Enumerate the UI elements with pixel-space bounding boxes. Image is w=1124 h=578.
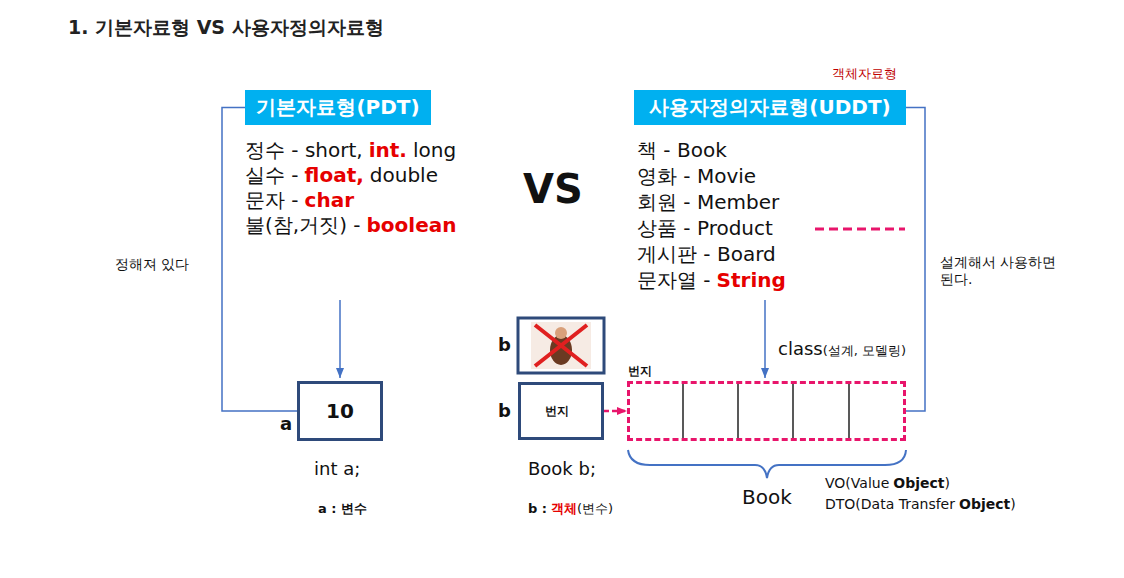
label-text: 설계해서 사용하면 된다. [940, 254, 1056, 287]
label-text: VO(Value [825, 475, 889, 491]
label-text: 객체자료형 [832, 66, 897, 81]
label-text: Object [959, 496, 1010, 512]
label-text: (설계, 모델링) [823, 343, 906, 358]
text-line: 객체자료형 [832, 66, 897, 82]
text-line: b [498, 400, 511, 422]
pointer-arrow [764, 300, 766, 378]
text-line: int a; [314, 458, 360, 480]
node-label: 번지 [628, 363, 652, 380]
label-text: 불(참,거짓) - [245, 213, 361, 237]
type-header: 기본자료형(PDT) [245, 90, 431, 125]
text-line: b : 객체(변수) [528, 501, 613, 517]
label-text: 문자 - [245, 188, 299, 212]
label-text: a [280, 413, 292, 434]
text-line: 문자 -char [245, 188, 354, 212]
cell-divider [682, 384, 684, 438]
label-text: long [413, 138, 456, 162]
text-line: 불(참,거짓) -boolean [245, 213, 457, 237]
text-line: VS [523, 165, 583, 213]
curly-brace [628, 450, 906, 478]
label-text: 회원 - Member [637, 190, 779, 214]
node-label: 기본자료형(PDT) [256, 94, 419, 121]
pointer-arrow [339, 300, 341, 378]
object-box [518, 318, 604, 373]
label-text: b : [528, 501, 547, 516]
text-line: 정해져 있다 [115, 256, 189, 273]
type-header: 사용자정의자료형(UDDT) [634, 90, 906, 125]
text-line: 게시판 - Board [637, 242, 776, 266]
dashed-pointer [815, 228, 905, 231]
connector [906, 108, 925, 412]
label-text: 실수 - [245, 163, 299, 187]
label-text: double [370, 163, 438, 187]
node-label: 10 [326, 399, 354, 423]
text-line: a : 변수 [318, 501, 367, 517]
label-text: 정해져 있다 [115, 256, 189, 272]
page-title: 1. 기본자료형 VS 사용자정의자료형 [68, 16, 384, 39]
label-text: char [305, 188, 354, 212]
text-line: DTO(Data TransferObject) [825, 496, 1016, 513]
label-text: boolean [367, 213, 457, 237]
cross-mark [535, 325, 587, 366]
text-line: 회원 - Member [637, 190, 779, 214]
text-line: 영화 - Movie [637, 164, 756, 188]
label-text: 게시판 - Board [637, 242, 776, 266]
text-line: a [280, 413, 292, 435]
label-text: Object [893, 475, 944, 491]
text-line: 설계해서 사용하면 된다. [940, 254, 1062, 288]
text-line: class(설계, 모델링) [778, 338, 906, 360]
cell-divider [848, 384, 850, 438]
label-text: int a; [314, 458, 360, 479]
label-text: Book [742, 485, 792, 509]
label-text: VS [523, 166, 583, 212]
text-line: Book [742, 485, 792, 509]
label-text: b [498, 400, 511, 421]
label-text: a : 변수 [318, 501, 367, 516]
picture-head [555, 327, 567, 339]
text-line: VO(ValueObject) [825, 475, 950, 492]
text-line: 상품 - Product [637, 216, 773, 240]
node-label: 사용자정의자료형(UDDT) [649, 94, 890, 121]
label-text: ) [1010, 496, 1015, 512]
label-text: 영화 - Movie [637, 164, 756, 188]
label-text: 정수 - short, [245, 138, 363, 162]
text-line: Book b; [528, 458, 596, 480]
label-text: 상품 - Product [637, 216, 773, 240]
label-text: DTO(Data Transfer [825, 496, 955, 512]
label-text: ) [944, 475, 949, 491]
label-text: class [778, 338, 823, 359]
label-text: Book b; [528, 458, 596, 479]
picture-ground [531, 322, 591, 369]
text-line: 책 - Book [637, 138, 727, 162]
text-line: 실수 -float,double [245, 163, 438, 187]
label-text: (변수) [577, 501, 613, 516]
label-text: int. [369, 138, 407, 162]
cell-divider [737, 384, 739, 438]
connector [604, 410, 627, 413]
label-text: float, [305, 163, 364, 187]
label-text: 문자열 - [637, 268, 711, 292]
node-label: 번지 [545, 403, 569, 420]
cell-divider [792, 384, 794, 438]
text-line: 문자열 -String [637, 268, 786, 292]
label-text: 객체 [551, 501, 577, 516]
title-text: 1. 기본자료형 VS 사용자정의자료형 [68, 16, 384, 38]
text-line: b [498, 334, 511, 356]
variable-box: 10 [297, 381, 383, 441]
reference-box: 번지 [518, 382, 604, 440]
label-text: String [717, 268, 786, 292]
label-text: 책 - Book [637, 138, 727, 162]
text-line: 정수 - short,int.long [245, 138, 456, 162]
label-text: b [498, 334, 511, 355]
object-array: 번지 [627, 381, 906, 441]
